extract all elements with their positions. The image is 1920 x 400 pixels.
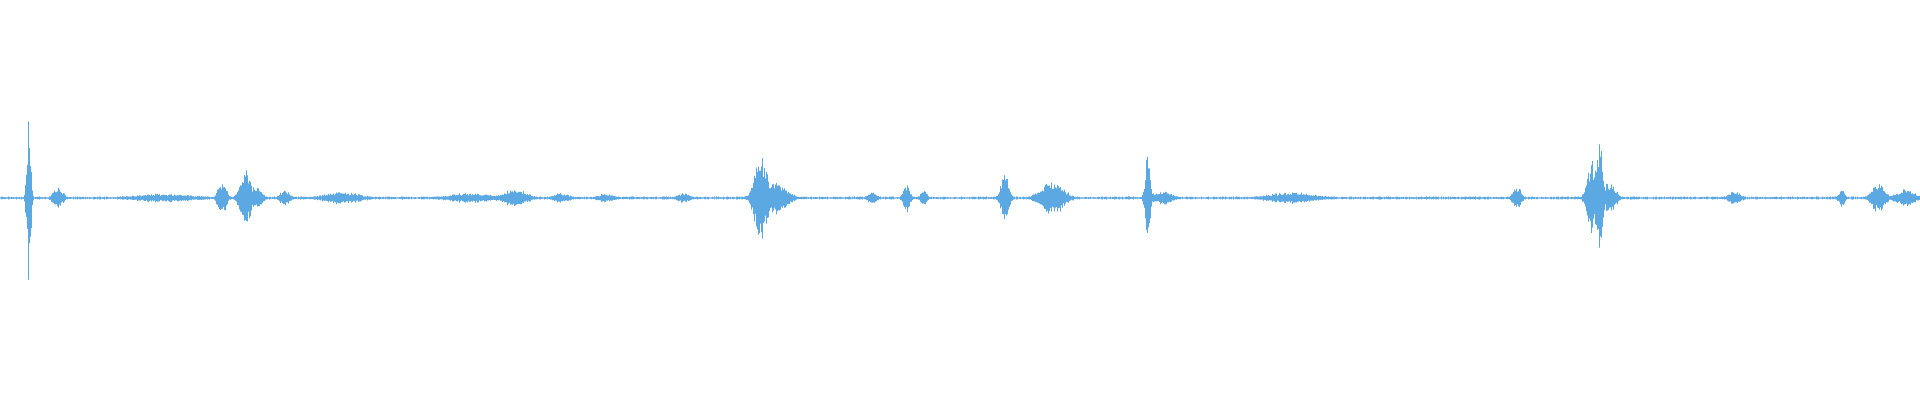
- waveform-amplitude-bars: [0, 121, 1920, 280]
